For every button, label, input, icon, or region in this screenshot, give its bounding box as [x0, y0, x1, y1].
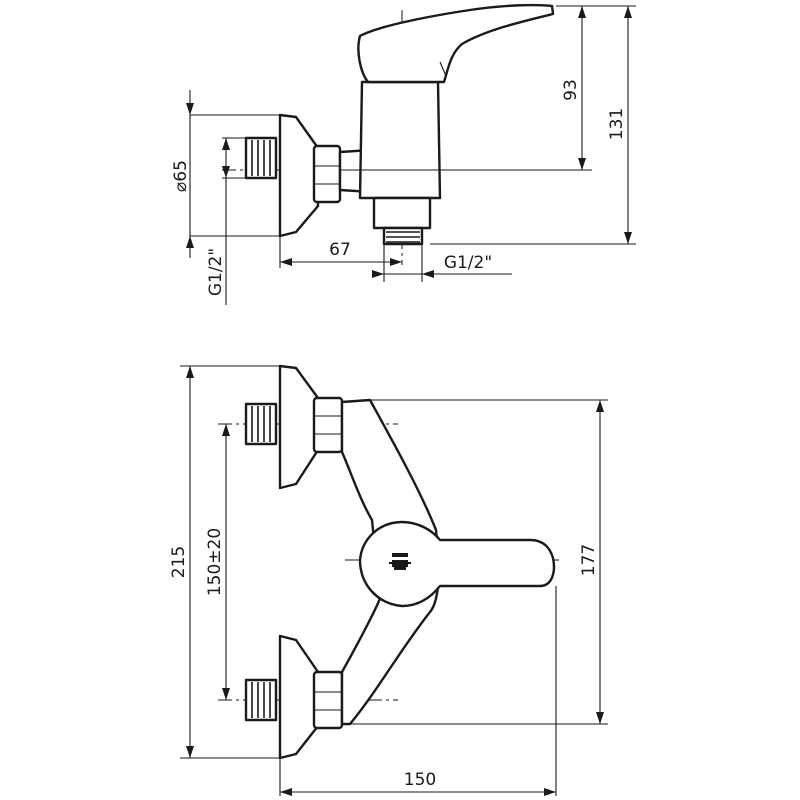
- side-inlet-thread-hatch: [251, 140, 271, 176]
- hot-cold-indicator-icon: [388, 553, 412, 570]
- dim-outlet-thread-label: G1/2": [444, 253, 492, 273]
- dim-center-distance-label: 150±20: [205, 528, 225, 596]
- dim-inlet-thread-label: G1/2": [206, 248, 226, 296]
- dim-outlet-thread: G1/2": [372, 244, 512, 282]
- dim-diameter-symbol: ⌀: [171, 182, 191, 192]
- side-lever-handle[interactable]: [357, 3, 555, 84]
- dim-width: 150: [279, 586, 557, 796]
- dim-projection-label: 67: [329, 240, 351, 260]
- front-view: 215 150±20 177 150: [169, 364, 608, 796]
- front-top-rosette: [278, 364, 320, 490]
- dim-height-total-label: 131: [607, 108, 627, 140]
- dim-inlet-thread: G1/2": [206, 137, 246, 305]
- side-view: ⌀65 G1/2" 93 131: [171, 3, 636, 305]
- front-bottom-rosette: [278, 634, 320, 760]
- dim-center-distance: 150±20: [205, 424, 230, 700]
- dim-total-height: 215: [169, 365, 280, 759]
- front-bottom-inlet-thread: [244, 678, 278, 722]
- side-wall-rosette: [278, 113, 320, 238]
- dim-height-outlet-label: 93: [561, 79, 581, 101]
- dim-diameter: ⌀65: [171, 90, 280, 258]
- dim-diameter-value: 65: [171, 160, 191, 182]
- dim-height-total: 131: [430, 5, 636, 245]
- side-inlet-thread: [244, 136, 278, 180]
- dim-projection: 67: [279, 236, 402, 268]
- dim-body-height-label: 177: [579, 544, 599, 576]
- side-outlet-nut: [372, 196, 432, 230]
- dim-width-label: 150: [404, 770, 436, 790]
- front-top-inlet-thread: [244, 402, 278, 446]
- dim-body-height: 177: [342, 399, 608, 725]
- side-hex-nut: [312, 144, 342, 204]
- front-lever-handle[interactable]: [358, 520, 556, 608]
- dim-height-outlet: 93: [340, 5, 592, 171]
- front-bottom-hex-nut: [312, 670, 344, 730]
- front-top-hex-nut: [312, 396, 344, 454]
- dim-total-height-label: 215: [169, 546, 189, 578]
- svg-text:⌀65: ⌀65: [171, 160, 191, 192]
- side-mixer-body: [358, 80, 442, 200]
